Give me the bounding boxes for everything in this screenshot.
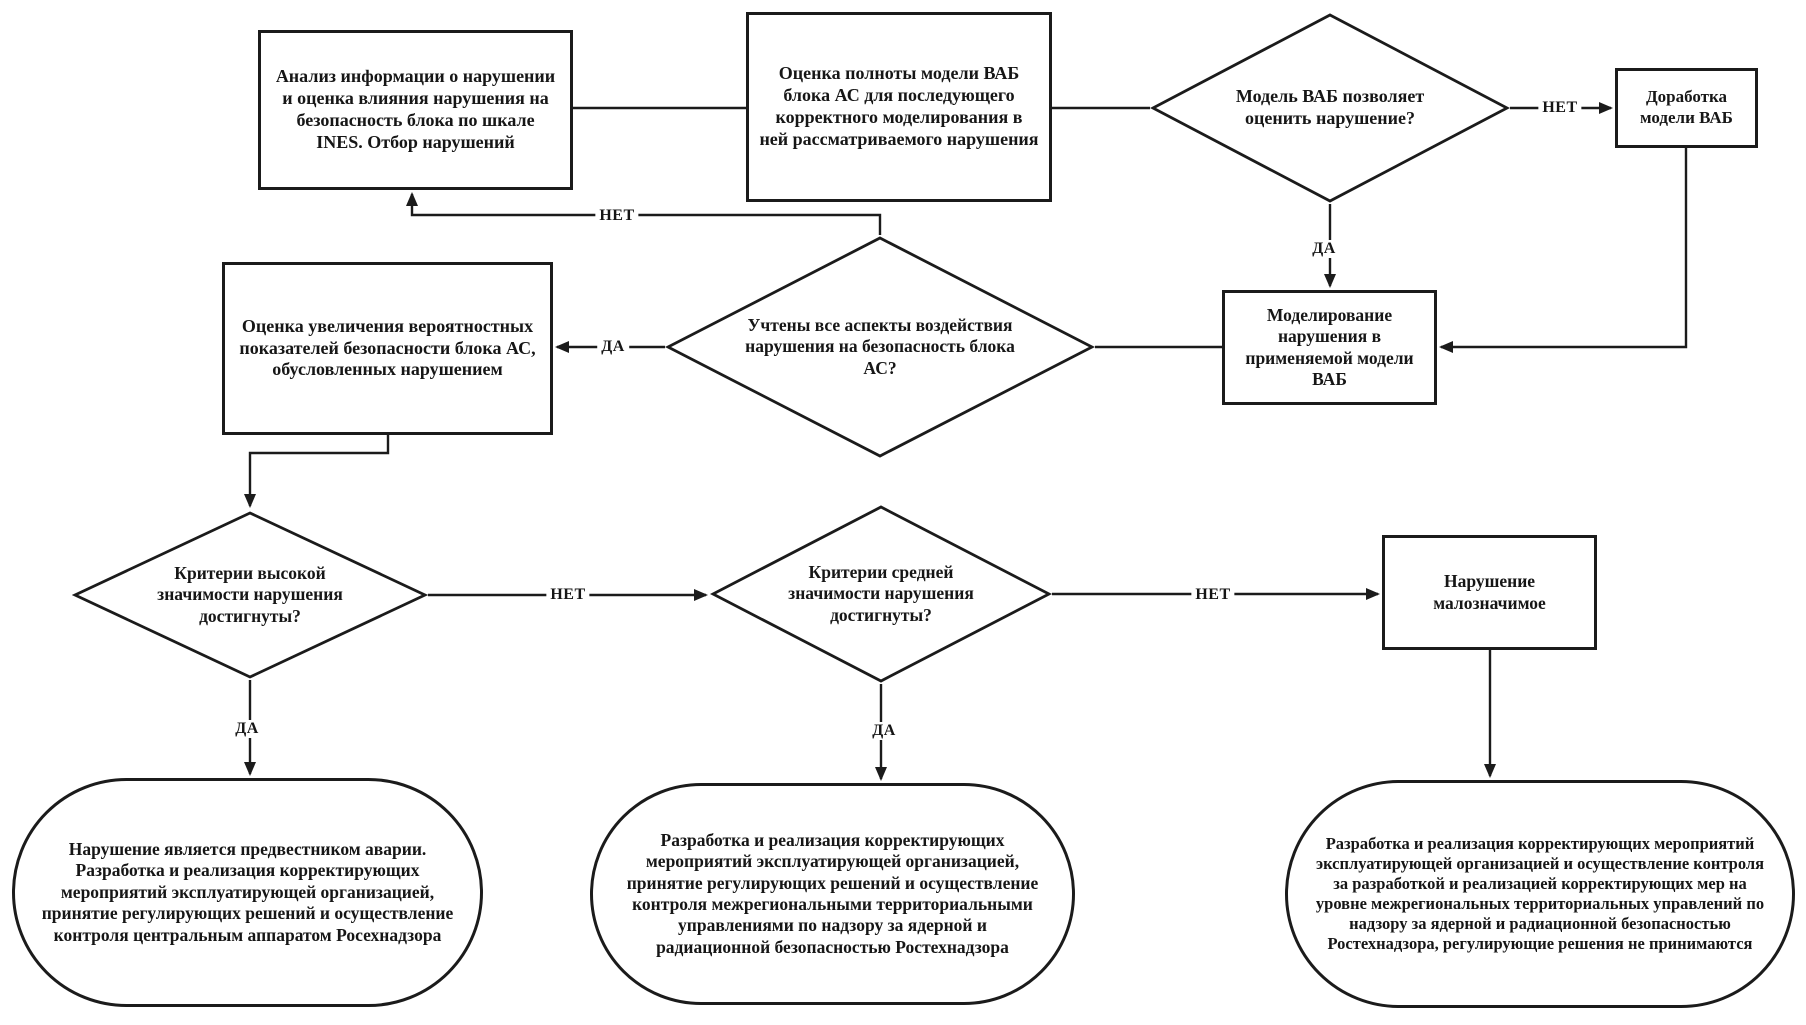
node-assess-probability-increase-label: Оценка увеличения вероятностных показате… — [239, 315, 536, 380]
edge-label-medium-yes: ДА — [868, 722, 900, 740]
node-assess-probability-increase: Оценка увеличения вероятностных показате… — [222, 262, 553, 435]
edge-label-aspects-no: НЕТ — [595, 207, 639, 225]
node-decision-medium-significance: Критерии средней значимости нарушения до… — [710, 504, 1052, 684]
node-outcome-low-label: Разработка и реализация корректирующих м… — [1315, 833, 1765, 954]
diamond-shape — [665, 236, 1095, 458]
node-assess-model-completeness-label: Оценка полноты модели ВАБ блока АС для п… — [759, 63, 1039, 149]
node-simulate-violation: Моделирование нарушения в применяемой мо… — [1222, 290, 1437, 405]
edge-label-medium-no: НЕТ — [1191, 586, 1235, 604]
edge-label-high-no: НЕТ — [546, 586, 590, 604]
diamond-shape — [72, 511, 428, 679]
edge-probability-to-high-decision — [244, 435, 390, 508]
node-refine-model: Доработка модели ВАБ — [1615, 68, 1758, 148]
node-decision-model-allows-label: Модель ВАБ позволяет оценить нарушение? — [1235, 86, 1425, 128]
diamond-shape — [710, 505, 1052, 683]
node-outcome-low: Разработка и реализация корректирующих м… — [1285, 780, 1795, 1008]
edge-label-model-yes: ДА — [1308, 240, 1340, 258]
node-outcome-high-label: Нарушение является предвестником аварии.… — [41, 839, 454, 945]
node-minor-violation-label: Нарушение малозначимое — [1433, 571, 1546, 613]
node-outcome-medium-label: Разработка и реализация корректирующих м… — [626, 829, 1039, 957]
edge-label-high-yes: ДА — [231, 720, 263, 738]
node-decision-high-significance-label: Критерии высокой значимости нарушения до… — [157, 562, 343, 626]
node-simulate-violation-label: Моделирование нарушения в применяемой мо… — [1245, 304, 1414, 389]
edge-label-model-no: НЕТ — [1538, 99, 1582, 117]
node-refine-model-label: Доработка модели ВАБ — [1640, 87, 1733, 127]
edge-label-aspects-yes: ДА — [597, 338, 629, 356]
edge-refine-to-simulate — [1439, 148, 1688, 353]
node-decision-model-allows: Модель ВАБ позволяет оценить нарушение? — [1150, 12, 1510, 204]
node-assess-model-completeness: Оценка полноты модели ВАБ блока АС для п… — [746, 12, 1052, 202]
node-decision-all-aspects-label: Учтены все аспекты воздействия нарушения… — [745, 314, 1015, 378]
node-outcome-medium: Разработка и реализация корректирующих м… — [590, 783, 1075, 1005]
node-minor-violation: Нарушение малозначимое — [1382, 535, 1597, 650]
node-outcome-high: Нарушение является предвестником аварии.… — [12, 778, 483, 1007]
node-decision-all-aspects: Учтены все аспекты воздействия нарушения… — [665, 235, 1095, 459]
node-decision-medium-significance-label: Критерии средней значимости нарушения до… — [788, 561, 974, 625]
node-analyze-info: Анализ информации о нарушении и оценка в… — [258, 30, 573, 190]
edge-aspects-no-feedback-to-analyze — [406, 192, 882, 235]
node-decision-high-significance: Критерии высокой значимости нарушения до… — [72, 510, 428, 680]
diamond-shape — [1150, 13, 1510, 203]
node-analyze-info-label: Анализ информации о нарушении и оценка в… — [275, 66, 556, 152]
